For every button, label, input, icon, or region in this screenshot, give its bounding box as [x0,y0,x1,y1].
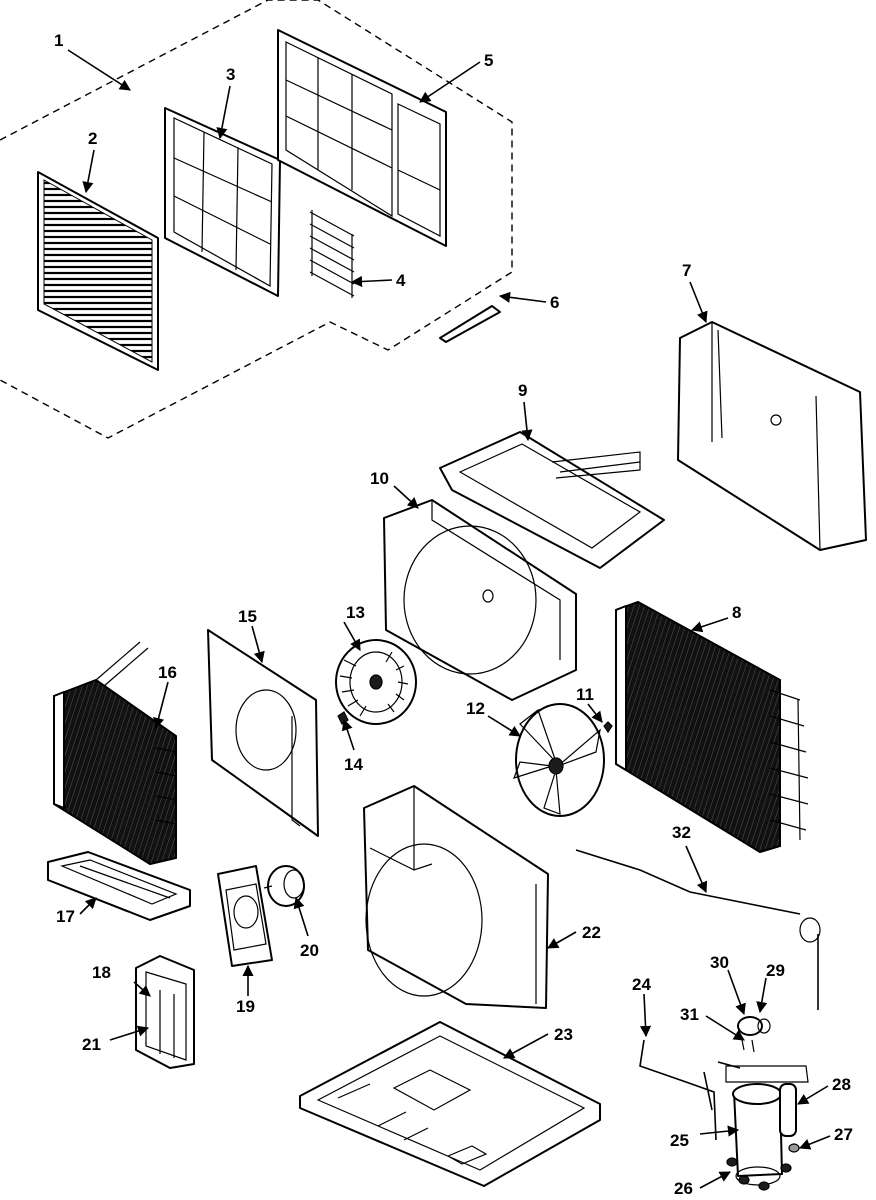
accumulator [779,1083,797,1137]
callout-14: 14 [344,755,363,774]
blower-housing [383,499,577,701]
callout-labels: 1 2 3 4 5 6 7 8 9 10 11 12 13 14 15 16 1… [54,31,853,1198]
evaporator-shroud [207,629,319,837]
callout-9: 9 [518,381,527,400]
set-screw [337,711,349,725]
callout-10: 10 [370,469,389,488]
callout-31: 31 [680,1005,699,1024]
capillary-tube [575,849,821,1010]
callout-19: 19 [236,997,255,1016]
callout-8: 8 [732,603,741,622]
callout-32: 32 [672,823,691,842]
condenser-shroud [363,785,549,1009]
control-box [135,955,195,1069]
callout-24: 24 [632,975,651,994]
reversing-valve [737,1016,771,1053]
callout-18: 18 [92,963,111,982]
fan-clip [603,721,613,734]
fan-motor [263,865,305,907]
blower-wheel [335,639,417,725]
callout-20: 20 [300,941,319,960]
base-pan [299,1021,601,1187]
callout-17: 17 [56,907,75,926]
leader-lines [67,49,831,1189]
callout-30: 30 [710,953,729,972]
drain-pan [47,851,191,921]
callout-26: 26 [674,1179,693,1198]
front-frame [277,29,447,247]
top-cover [439,431,665,569]
link-rod [439,305,501,343]
callout-23: 23 [554,1025,573,1044]
callout-6: 6 [550,293,559,312]
callout-25: 25 [670,1131,689,1150]
evaporator-coil [53,641,177,866]
callout-29: 29 [766,961,785,980]
motor-bracket [217,865,273,967]
callout-15: 15 [238,607,257,626]
callout-7: 7 [682,261,691,280]
compressor [725,1065,809,1186]
callout-16: 16 [158,663,177,682]
callout-2: 2 [88,129,97,148]
compressor-nut [788,1143,800,1153]
callout-21: 21 [82,1035,101,1054]
callout-1: 1 [54,31,63,50]
louvre-blades [309,210,355,298]
cabinet [677,321,867,551]
callout-3: 3 [226,65,235,84]
callout-28: 28 [832,1075,851,1094]
air-filter [164,107,281,297]
callout-27: 27 [834,1125,853,1144]
refrigerant-tube [639,1039,741,1141]
callout-22: 22 [582,923,601,942]
callout-11: 11 [576,685,594,704]
front-grille [37,171,159,371]
condenser-fan [513,703,605,817]
compressor-grommets [726,1157,792,1191]
callout-12: 12 [466,699,485,718]
callout-13: 13 [346,603,365,622]
callout-4: 4 [396,271,406,290]
callout-5: 5 [484,51,493,70]
condenser-coil [615,600,809,854]
front-panel-assembly-boundary [0,0,513,439]
